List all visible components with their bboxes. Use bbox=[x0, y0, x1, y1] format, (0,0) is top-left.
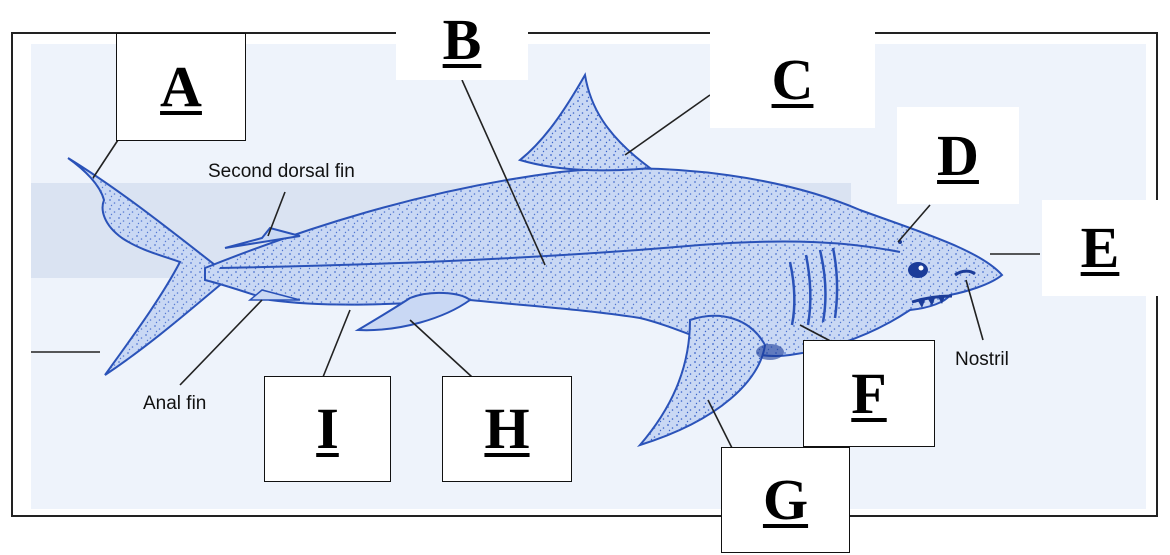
label-box-d: D bbox=[897, 107, 1019, 204]
letter-g: G bbox=[763, 471, 808, 529]
eye bbox=[908, 262, 928, 278]
label-anal-fin: Anal fin bbox=[143, 393, 206, 415]
label-box-c: C bbox=[710, 32, 875, 128]
label-second-dorsal-fin: Second dorsal fin bbox=[208, 161, 355, 183]
letter-d: D bbox=[937, 127, 979, 185]
letter-h: H bbox=[484, 400, 529, 458]
label-box-g: G bbox=[721, 447, 850, 553]
letter-e: E bbox=[1081, 219, 1120, 277]
label-box-e: E bbox=[1042, 200, 1158, 296]
label-box-b: B bbox=[396, 0, 528, 80]
label-box-f: F bbox=[803, 340, 935, 447]
label-box-a: A bbox=[116, 33, 246, 141]
letter-i: I bbox=[316, 400, 339, 458]
letter-b: B bbox=[443, 11, 482, 69]
letter-f: F bbox=[851, 365, 886, 423]
label-box-i: I bbox=[264, 376, 391, 482]
letter-a: A bbox=[160, 58, 202, 116]
letter-c: C bbox=[772, 51, 814, 109]
label-nostril: Nostril bbox=[955, 349, 1009, 371]
label-box-h: H bbox=[442, 376, 572, 482]
